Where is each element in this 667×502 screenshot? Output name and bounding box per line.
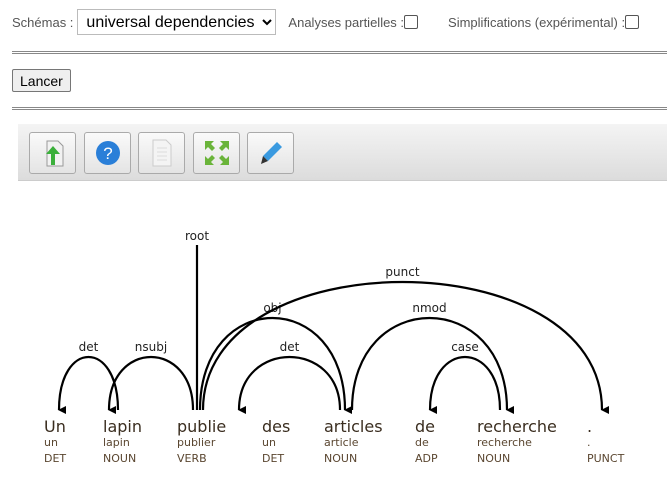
partial-label: Analyses partielles : <box>288 14 405 30</box>
token-form: articles <box>324 417 383 436</box>
token-form: lapin <box>103 417 142 436</box>
arc <box>57 356 120 415</box>
relation-det: det <box>237 340 342 415</box>
token-pos: ADP <box>415 452 438 465</box>
simplify-checkbox[interactable] <box>625 15 640 29</box>
document-button[interactable] <box>138 132 185 174</box>
token-pos: NOUN <box>477 452 510 465</box>
token-lemma: article <box>324 436 359 449</box>
token-lemma: recherche <box>477 436 532 449</box>
token-lemma: lapin <box>103 436 130 449</box>
token-form: de <box>415 417 435 436</box>
token-form: Un <box>44 417 66 436</box>
help-icon: ? <box>95 141 120 165</box>
simplify-label: Simplifications (expérimental) : <box>448 14 626 30</box>
svg-text:?: ? <box>103 144 112 163</box>
arc <box>428 356 502 415</box>
token-lemma: de <box>415 436 429 449</box>
edit-icon <box>260 142 282 164</box>
relation-punct: punct <box>201 265 610 414</box>
token-pos: NOUN <box>103 452 136 465</box>
token-form: publie <box>177 417 226 436</box>
edit-button[interactable] <box>247 132 294 174</box>
options-bar: Schémas : universal dependencies Analyse… <box>12 9 667 35</box>
relation-case: case <box>428 340 502 415</box>
token-lemma: . <box>587 436 591 449</box>
help-button[interactable]: ? <box>84 132 131 174</box>
fullscreen-button[interactable] <box>193 132 240 174</box>
relation-nsubj: nsubj <box>107 340 195 415</box>
run-button[interactable]: Lancer <box>12 69 71 92</box>
token-pos: VERB <box>177 452 207 465</box>
token-lemma: publier <box>177 436 216 449</box>
relation-label: nsubj <box>135 340 167 354</box>
arc <box>350 317 515 414</box>
relation-root: root <box>185 229 209 410</box>
export-icon <box>45 140 63 167</box>
token-pos: NOUN <box>324 452 357 465</box>
relation-label: det <box>79 340 99 354</box>
document-icon <box>152 139 171 167</box>
export-button[interactable] <box>29 132 76 174</box>
relation-label: case <box>451 340 479 354</box>
token-lemma: un <box>44 436 58 449</box>
token-form: recherche <box>477 417 557 436</box>
token-pos: DET <box>262 452 284 465</box>
relation-label: det <box>280 340 300 354</box>
arc <box>237 355 342 415</box>
relation-det: det <box>57 340 120 415</box>
token-lemma: un <box>262 436 276 449</box>
relation-label: nmod <box>412 301 446 315</box>
fullscreen-icon <box>204 141 229 165</box>
toolbar: ? <box>18 124 667 181</box>
arc <box>201 280 610 414</box>
token-form: . <box>587 417 592 436</box>
relation-obj: obj <box>198 301 353 414</box>
token[interactable]: .. PUNCT <box>587 417 625 465</box>
divider <box>12 107 667 110</box>
relation-label: root <box>185 229 209 243</box>
token-pos: PUNCT <box>587 452 625 465</box>
relation-label: punct <box>385 265 419 279</box>
schema-label: Schémas : <box>12 14 74 30</box>
token-form: des <box>262 417 290 436</box>
divider <box>12 51 667 54</box>
arc <box>198 316 353 414</box>
schema-select[interactable]: universal dependencies <box>77 9 277 35</box>
partial-checkbox[interactable] <box>404 15 419 29</box>
relation-nmod: nmod <box>350 301 515 414</box>
token-pos: DET <box>44 452 66 465</box>
arc <box>107 355 195 415</box>
